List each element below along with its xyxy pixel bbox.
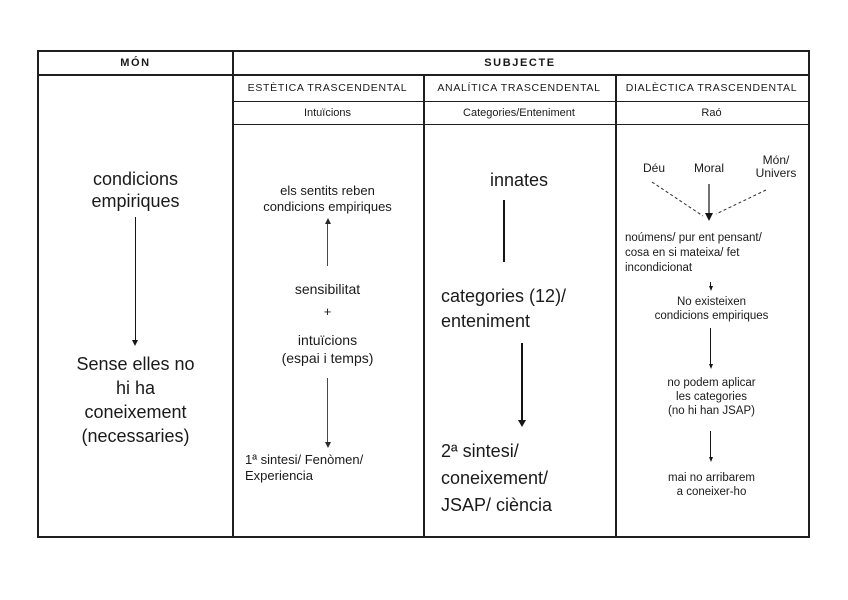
divider-estetica-analitica [423,74,425,536]
dialectica-node-no-podem: no podem aplicar les categories (no hi h… [667,377,756,417]
subheader-categories-enteniment: Categories/Enteniment [463,107,575,119]
dialectica-converging-arrows [651,181,767,221]
subheader-separator-line-1 [232,101,808,103]
analitica-connector-line [503,200,505,262]
kant-schema-table: MÓN SUBJECTE ESTÈTICA TRASCENDENTAL ANAL… [37,50,810,538]
estetica-up-arrow [327,224,328,266]
dialectica-node-noumens: noúmens/ pur ent pensant/ cosa en si mat… [625,232,762,274]
dialectica-label-moral: Moral [693,161,724,175]
subheader-separator-line-2 [232,124,808,126]
mon-down-arrow [134,217,136,340]
dialectica-label-deu: Déu [642,161,665,175]
estetica-plus-sign: + [323,304,332,319]
mon-node-condicions-empiriques: condicions empiriques [91,169,180,211]
analitica-node-categories: categories (12)/ enteniment [441,286,567,331]
subheader-intuicions: Intuïcions [303,107,352,119]
header-mon: MÓN [120,57,151,69]
dialectica-node-mai-arribarem: mai no arribarem a coneixer-ho [668,472,755,498]
header-estetica: ESTÈTICA TRASCENDENTAL [247,82,408,94]
estetica-down-arrow [327,378,328,442]
dialectica-down-arrow-1 [710,328,711,364]
estetica-node-sentits: els sentits reben condicions empiriques [263,183,392,214]
estetica-node-sensibilitat: sensibilitat [294,281,361,297]
estetica-node-intuicions: intuïcions (espai i temps) [281,332,374,366]
analitica-down-arrow [521,343,523,421]
dialectica-down-arrow-2 [710,431,711,457]
estetica-node-primera-sintesi: 1ª sintesi/ Fenòmen/ Experiencia [245,452,364,483]
dialectica-node-no-existeixen: No existeixen condicions empiriques [654,296,769,322]
header-subjecte: SUBJECTE [484,57,556,69]
dialectica-label-mon-univers: Món/ Univers [755,153,797,180]
divider-mon-subjecte [232,52,234,536]
header-separator-line [39,74,808,76]
header-analitica: ANALÍTICA TRASCENDENTAL [437,82,601,94]
dialectica-tiny-arrow [710,282,711,286]
divider-analitica-dialectica [615,74,617,536]
mon-node-sense-elles: Sense elles no hi ha coneixement (necess… [76,354,195,446]
analitica-node-innates: innates [489,170,549,190]
subheader-rao: Raó [701,107,722,119]
header-dialectica: DIALÈCTICA TRASCENDENTAL [625,82,798,94]
analitica-node-segona-sintesi: 2ª sintesi/ coneixement/ JSAP/ ciència [441,441,553,515]
